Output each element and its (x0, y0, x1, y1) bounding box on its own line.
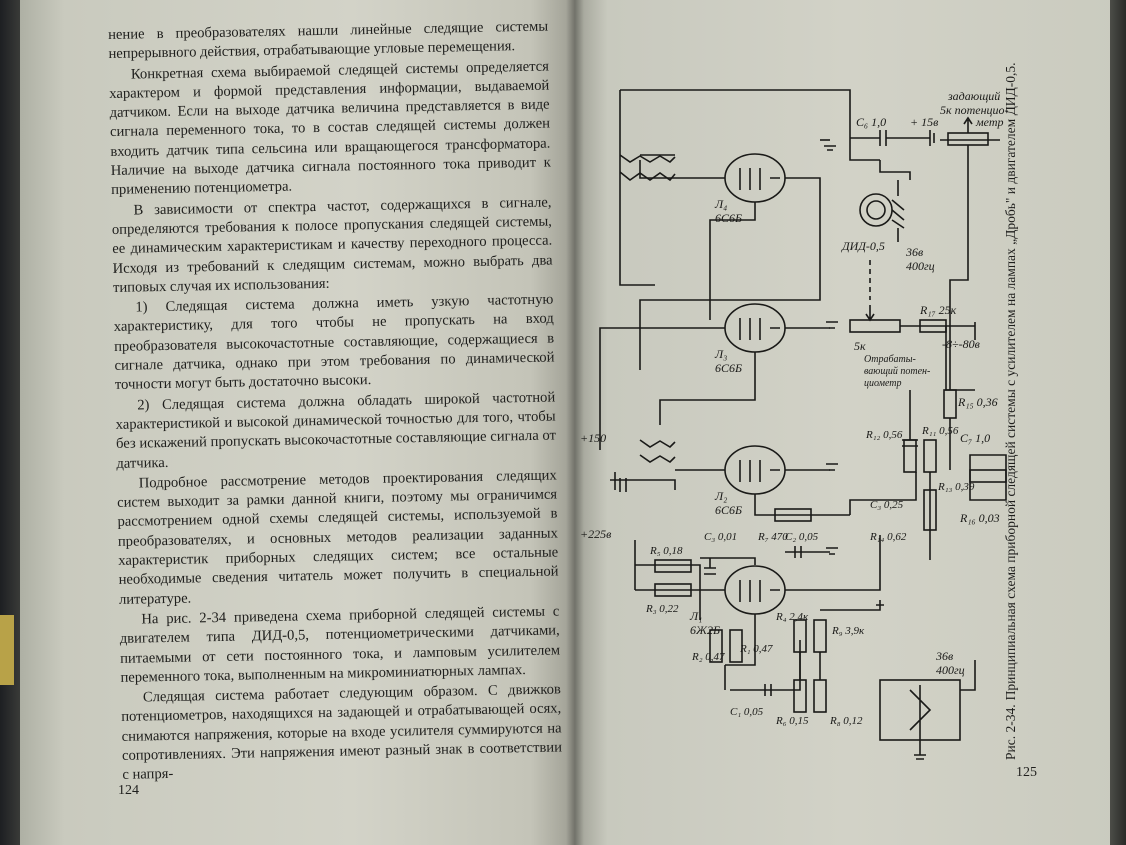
label-setpot: 5к потенцио- (940, 103, 1009, 117)
label-L4-type: 6С6Б (715, 211, 742, 225)
paragraph: 2) Следящая система должна обладать широ… (115, 389, 557, 472)
book-cover-right (1110, 0, 1126, 845)
label-L4: Л₄ (714, 197, 727, 211)
label-L1: Л₁ (689, 609, 702, 623)
label-minus: -8÷-80в (942, 337, 980, 351)
label-fbpot-r: 5к (854, 339, 866, 353)
right-page (575, 0, 1120, 845)
label-setpot-3: метр (975, 115, 1004, 129)
label-plus15: + 15в (910, 115, 938, 129)
paragraph: Подробное рассмотрение методов проектиро… (117, 467, 559, 608)
circuit-schematic: Л₄ 6С6Б Л₃ 6С6Б Л₂ 6С6Б Л₁ 6Ж2Б ДИД-0,5 … (580, 89, 1009, 760)
label-r4: R₄ 2,4к (775, 611, 809, 623)
label-r5: R₅ 0,18 (649, 545, 683, 557)
label-r16: R₁₆ 0,03 (959, 511, 1000, 525)
bookmark-tag (0, 615, 14, 685)
label-r11: R₁₁ 0,56 (921, 425, 959, 437)
caption-text: Принципиальная схема приборной следящей … (1003, 62, 1018, 701)
label-fbpot: Отрабаты- (864, 354, 916, 365)
label-r13: R₁₃ 0,39 (937, 481, 975, 493)
left-page-text: нение в преобразователях нашли линейные … (108, 18, 563, 787)
label-fbpot-2: вающий потен- (864, 366, 930, 377)
label-L3-type: 6С6Б (715, 361, 742, 375)
paragraph: Конкретная схема выбираемой следящей сис… (109, 58, 551, 199)
page-number-right: 125 (1016, 765, 1037, 780)
paragraph: Следящая система работает следующим обра… (121, 681, 563, 784)
label-c2: C₂ 0,05 (785, 531, 819, 543)
paragraph: В зависимости от спектра частот, содержа… (111, 194, 553, 296)
left-page (20, 0, 575, 845)
label-36v-a-freq: 400гц (906, 259, 935, 273)
label-r14: R₁₄ 0,62 (869, 531, 907, 543)
label-c3: C₃ 0,01 (704, 531, 737, 543)
label-r12: R₁₂ 0,56 (865, 429, 903, 441)
label-r15: R₁₅ 0,36 (957, 395, 998, 409)
paragraph: 1) Следящая система должна иметь узкую ч… (113, 291, 555, 394)
label-r9: R₉ 3,9к (831, 625, 865, 637)
label-L2: Л₂ (714, 489, 727, 503)
label-c1: C₁ 0,05 (730, 706, 764, 718)
label-motor: ДИД-0,5 (841, 239, 885, 253)
label-L3: Л₃ (714, 347, 727, 361)
label-r6: R₆ 0,15 (775, 715, 809, 727)
label-L1-type: 6Ж2Б (690, 623, 720, 637)
label-c3b: C₃ 0,25 (870, 499, 904, 511)
label-r8: R₈ 0,12 (829, 715, 863, 727)
label-r7: R₇ 470 (757, 531, 788, 543)
label-36v-a: 36в (905, 245, 923, 259)
page-number-left: 124 (118, 783, 139, 798)
book-cover-left (0, 0, 22, 845)
figure-caption: Рис. 2-34. Принципиальная схема приборной… (1002, 0, 1019, 760)
label-r2: R₂ 0,47 (691, 651, 725, 663)
label-r3: R₃ 0,22 (645, 603, 679, 615)
label-plus225: +225в (580, 527, 611, 541)
label-36v-b-freq: 400гц (936, 663, 965, 677)
book-gutter (566, 0, 584, 845)
label-c6: C₆ 1,0 (856, 115, 886, 129)
label-r17: R₁₇ 25к (919, 303, 957, 317)
label-L2-type: 6С6Б (715, 503, 742, 517)
caption-head: Рис. 2-34. (1003, 704, 1018, 760)
label-36v-b: 36в (935, 649, 953, 663)
label-c7: C₇ 1,0 (960, 431, 990, 445)
paragraph: На рис. 2-34 приведена схема приборной с… (119, 603, 561, 686)
label-plus150: +150 (580, 431, 606, 445)
label-setpot-2: задающий (947, 89, 1000, 103)
label-r1: R₁ 0,47 (739, 643, 773, 655)
label-fbpot-3: циометр (864, 378, 902, 389)
